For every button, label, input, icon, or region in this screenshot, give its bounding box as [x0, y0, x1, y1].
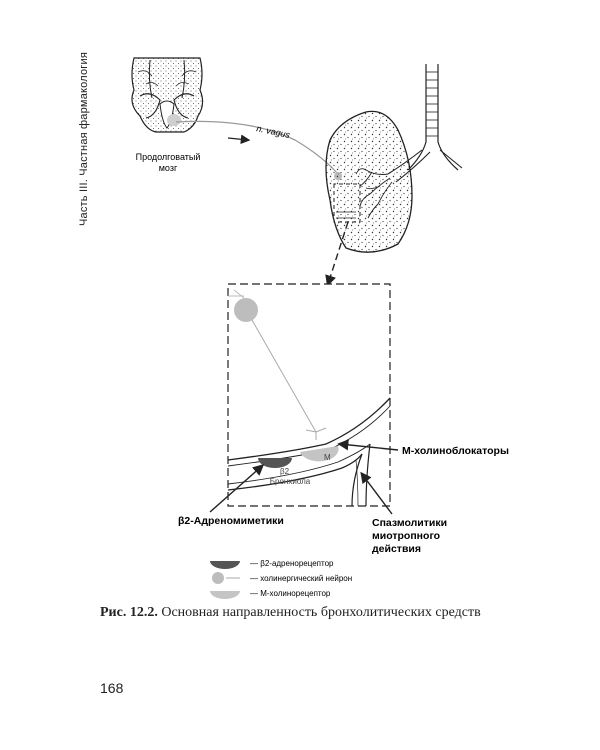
legend-item-m-receptor: — М-холинорецептор: [250, 589, 331, 598]
m-blockers-label: М-холиноблокаторы: [402, 445, 509, 457]
page-number: 168: [100, 680, 123, 696]
beta2-agonists-label: β2-Адреномиметики: [178, 515, 284, 527]
caption-label: Рис. 12.2.: [100, 605, 158, 620]
legend-beta2-icon: [210, 561, 240, 569]
spasmolytics-label-line3: действия: [372, 543, 421, 555]
legend-neuron-icon: [212, 572, 224, 584]
legend-item-neuron: — холинергический нейрон: [250, 574, 352, 583]
spasmolytics-label-line1: Спазмолитики: [372, 517, 447, 529]
m-receptor-tag: M: [324, 453, 331, 462]
lung-illustration: [326, 64, 462, 252]
vagus-label: n. vagus: [256, 123, 292, 140]
figure-caption: Рис. 12.2. Основная направленность бронх…: [100, 605, 481, 621]
medulla-label-line1: Продолговатый: [136, 152, 201, 162]
medulla-label-line2: мозг: [159, 163, 178, 173]
vagus-direction-arrow: [228, 138, 248, 140]
legend-item-beta2: — β2-адренорецептор: [250, 559, 334, 568]
beta2-tag: β2: [280, 467, 290, 476]
figure-legend: — β2-адренорецептор — холинергический не…: [210, 559, 352, 599]
legend-m-receptor-icon: [210, 591, 240, 599]
vagal-nucleus: [167, 114, 181, 126]
caption-text: Основная направленность бронхолитических…: [158, 605, 481, 620]
spasmolytics-label-line2: миотропного: [372, 530, 440, 542]
bronchiole-label: Бронхиола: [270, 477, 311, 486]
cholinergic-neuron-cell: [234, 298, 258, 322]
